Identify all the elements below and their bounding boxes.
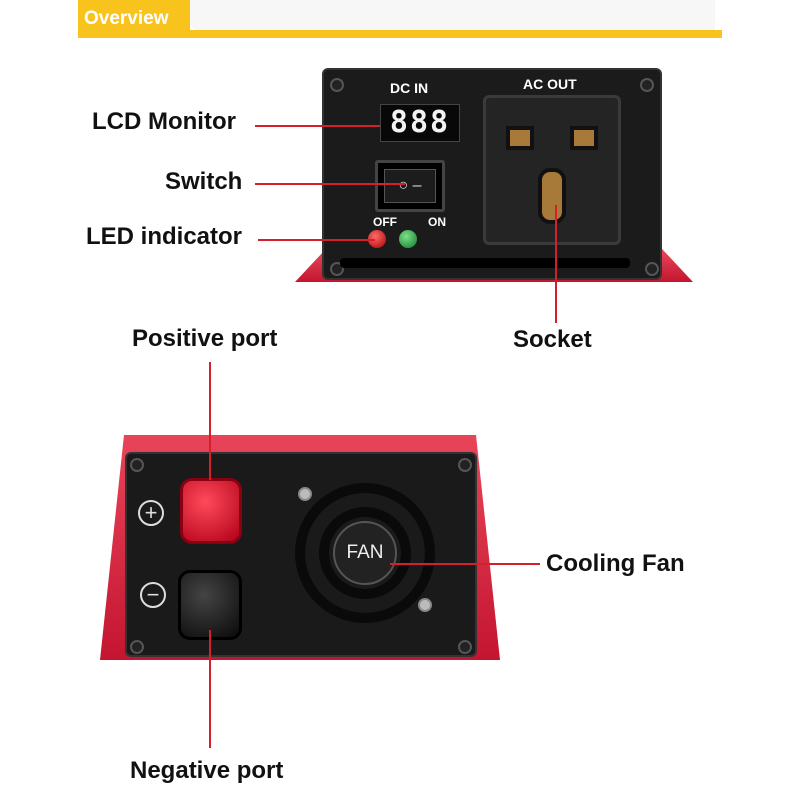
cooling-fan-label: Cooling Fan (546, 550, 685, 577)
header-backdrop (190, 0, 715, 30)
screw-icon (130, 640, 144, 654)
socket-label: Socket (513, 326, 592, 353)
callout-line (390, 563, 540, 565)
led-indicator-label: LED indicator (86, 223, 243, 250)
callout-line (555, 205, 557, 323)
negative-port-label: Negative port (130, 757, 284, 784)
switch-rocker: ○ – (384, 169, 436, 203)
screw-icon (130, 458, 144, 472)
callout-line (255, 125, 380, 127)
plus-icon: + (138, 500, 164, 526)
screw-icon (458, 458, 472, 472)
dc-in-label: DC IN (390, 80, 429, 96)
positive-terminal[interactable] (180, 478, 242, 544)
positive-port-label: Positive port (132, 325, 278, 352)
switch-label: Switch (165, 168, 243, 195)
negative-terminal[interactable] (178, 570, 242, 640)
ac-socket[interactable] (483, 95, 621, 245)
callout-line (209, 362, 211, 480)
off-label: OFF (373, 215, 397, 229)
led-green (399, 230, 417, 248)
header-tab: Overview (78, 0, 190, 36)
power-switch[interactable]: ○ – (375, 160, 445, 212)
callout-line (255, 183, 405, 185)
callout-line (258, 239, 375, 241)
screw-icon (640, 78, 654, 92)
screw-icon (418, 598, 432, 612)
screw-icon (645, 262, 659, 276)
socket-hole-earth (538, 168, 566, 224)
vent-slot (340, 258, 630, 268)
minus-icon: − (140, 582, 166, 608)
ac-out-label: AC OUT (523, 76, 577, 92)
led-red (368, 230, 386, 248)
header-bar (78, 30, 722, 38)
screw-icon (458, 640, 472, 654)
lcd-display: 888 (380, 104, 460, 142)
fan-grill (295, 483, 435, 623)
lcd-monitor-label: LCD Monitor (92, 108, 236, 135)
callout-line (209, 630, 211, 748)
socket-hole-right (570, 126, 598, 150)
screw-icon (298, 487, 312, 501)
fan-hub: FAN (333, 521, 397, 585)
screw-icon (330, 78, 344, 92)
socket-hole-left (506, 126, 534, 150)
on-label: ON (428, 215, 446, 229)
